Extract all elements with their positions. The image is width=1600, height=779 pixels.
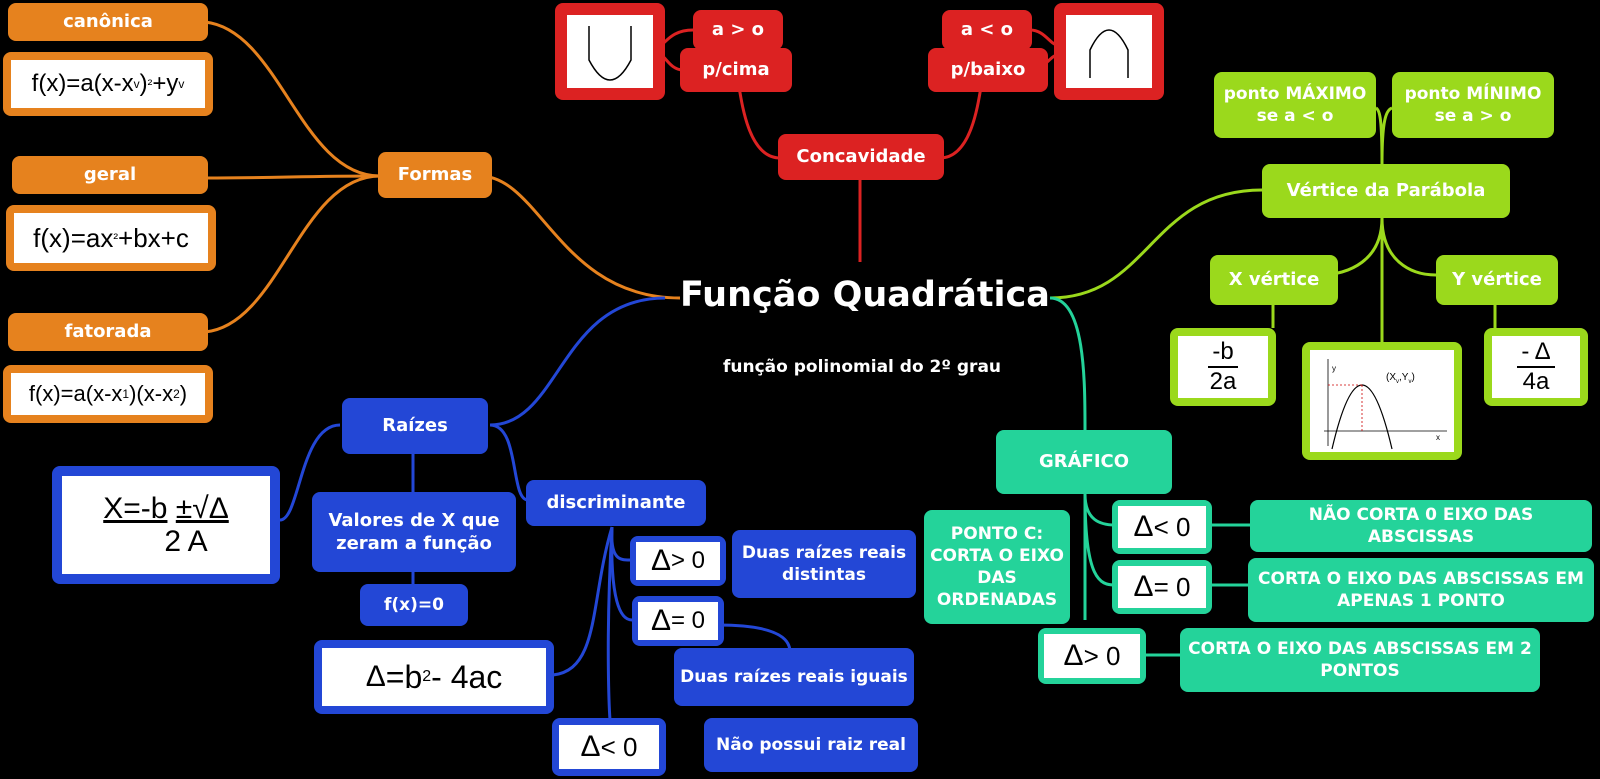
graph-x-label: x	[1436, 433, 1440, 442]
delta-formula-sup: 2	[422, 668, 432, 685]
vertex-graph-image: y x (Xv,Yv)	[1302, 342, 1462, 460]
disc-eq-sym: Δ	[650, 604, 671, 637]
y-vertice-node[interactable]: Y vértice	[1436, 255, 1558, 305]
graf-lt-formula: Δ< 0	[1112, 500, 1212, 554]
bhaskara-formula: X=-b ±√Δ 2 A	[52, 466, 280, 584]
formas-node[interactable]: Formas	[378, 152, 492, 198]
graf-gt-node[interactable]: CORTA O EIXO DAS ABSCISSAS EM 2 PONTOS	[1180, 628, 1540, 692]
graf-eq-rel: = 0	[1153, 571, 1191, 602]
para-cima-node[interactable]: p/cima	[680, 48, 792, 92]
vertice-node[interactable]: Vértice da Parábola	[1262, 164, 1510, 218]
delta-formula-c: - 4ac	[431, 658, 503, 695]
fatorada-f3: )	[179, 381, 188, 406]
parabola-up-icon	[588, 25, 632, 81]
x-vertice-den: 2a	[1209, 368, 1237, 395]
geral-formula-sup: ²	[113, 230, 119, 246]
y-vertice-den: 4a	[1522, 368, 1550, 395]
bhaskara-den: 2 A	[164, 525, 208, 558]
graph-y-label: y	[1332, 364, 1336, 373]
canonica-formula-sup: ²	[147, 76, 153, 92]
discriminante-node[interactable]: discriminante	[526, 480, 706, 526]
para-baixo-node[interactable]: p/baixo	[928, 48, 1048, 92]
graf-lt-sym: Δ	[1133, 510, 1154, 543]
disc-eq-rel: = 0	[671, 607, 706, 634]
geral-node[interactable]: geral	[12, 156, 208, 194]
raizes-node[interactable]: Raízes	[342, 398, 488, 454]
canonica-formula-main: f(x)=a(x-x	[31, 70, 134, 97]
graf-lt-node[interactable]: NÃO CORTA 0 EIXO DAS ABSCISSAS	[1250, 500, 1592, 552]
grafico-node[interactable]: GRÁFICO	[996, 430, 1172, 494]
delta-symbol: Δ	[365, 660, 386, 693]
vertex-graph-icon	[1324, 359, 1447, 450]
page-subtitle: função polinomial do 2º grau	[723, 357, 1002, 377]
disc-eq-node[interactable]: Duas raízes reais iguais	[674, 648, 914, 706]
disc-lt-node[interactable]: Não possui raiz real	[704, 718, 918, 772]
parabola-down-image	[1054, 3, 1164, 100]
graf-eq-node[interactable]: CORTA O EIXO DAS ABSCISSAS EM APENAS 1 P…	[1248, 558, 1594, 622]
canonica-node[interactable]: canônica	[8, 3, 208, 41]
page-title: Função Quadrática	[680, 275, 1050, 315]
geral-formula-b: +bx+c	[118, 222, 189, 253]
x-vertice-num: -b	[1208, 338, 1238, 368]
concavidade-node[interactable]: Concavidade	[778, 134, 944, 180]
fx-zero-node[interactable]: f(x)=0	[360, 584, 468, 626]
disc-lt-formula: Δ< 0	[552, 718, 666, 776]
canonica-formula-sub2: v	[178, 77, 185, 91]
a-positive-node[interactable]: a > o	[693, 10, 783, 50]
graf-gt-rel: > 0	[1083, 640, 1121, 671]
fatorada-s1: 1	[122, 387, 130, 401]
valores-node[interactable]: Valores de X que zeram a função	[312, 492, 516, 572]
a-negative-node[interactable]: a < o	[942, 10, 1032, 50]
graph-point-label: (Xv,Yv)	[1386, 372, 1415, 385]
canonica-formula-tail: +y	[152, 70, 179, 97]
disc-lt-sym: Δ	[580, 730, 601, 763]
y-vertice-num: - Δ	[1517, 338, 1555, 368]
disc-eq-formula: Δ= 0	[632, 596, 724, 646]
graf-gt-sym: Δ	[1063, 639, 1084, 672]
canonica-formula-sub1: v	[133, 77, 140, 91]
bhaskara-pm: ±√Δ	[175, 492, 229, 525]
graf-eq-sym: Δ	[1133, 570, 1154, 603]
delta-formula-b: =b	[385, 658, 423, 695]
parabola-up-image	[555, 3, 665, 100]
disc-gt-sym: Δ	[650, 544, 671, 577]
bhaskara-lhs: X=-b	[103, 492, 168, 525]
disc-lt-rel: < 0	[600, 731, 638, 762]
x-vertice-node[interactable]: X vértice	[1210, 255, 1338, 305]
graf-gt-formula: Δ> 0	[1038, 628, 1146, 684]
parabola-down-icon	[1089, 28, 1129, 78]
fatorada-s2: 2	[173, 387, 180, 401]
graf-eq-formula: Δ= 0	[1112, 560, 1212, 614]
disc-gt-formula: Δ> 0	[630, 536, 726, 586]
disc-gt-node[interactable]: Duas raízes reais distintas	[732, 530, 916, 598]
ponto-maximo-node[interactable]: ponto MÁXIMO se a < o	[1214, 72, 1376, 138]
fatorada-node[interactable]: fatorada	[8, 313, 208, 351]
ponto-c-node[interactable]: PONTO C: CORTA O EIXO DAS ORDENADAS	[924, 510, 1070, 624]
disc-gt-rel: > 0	[671, 547, 706, 574]
geral-formula-a: f(x)=ax	[33, 222, 114, 253]
ponto-minimo-node[interactable]: ponto MÍNIMO se a > o	[1392, 72, 1554, 138]
fatorada-f1: f(x)=a(x-x	[28, 381, 123, 406]
graf-lt-rel: < 0	[1153, 511, 1191, 542]
fatorada-f2: )(x-x	[129, 381, 174, 406]
